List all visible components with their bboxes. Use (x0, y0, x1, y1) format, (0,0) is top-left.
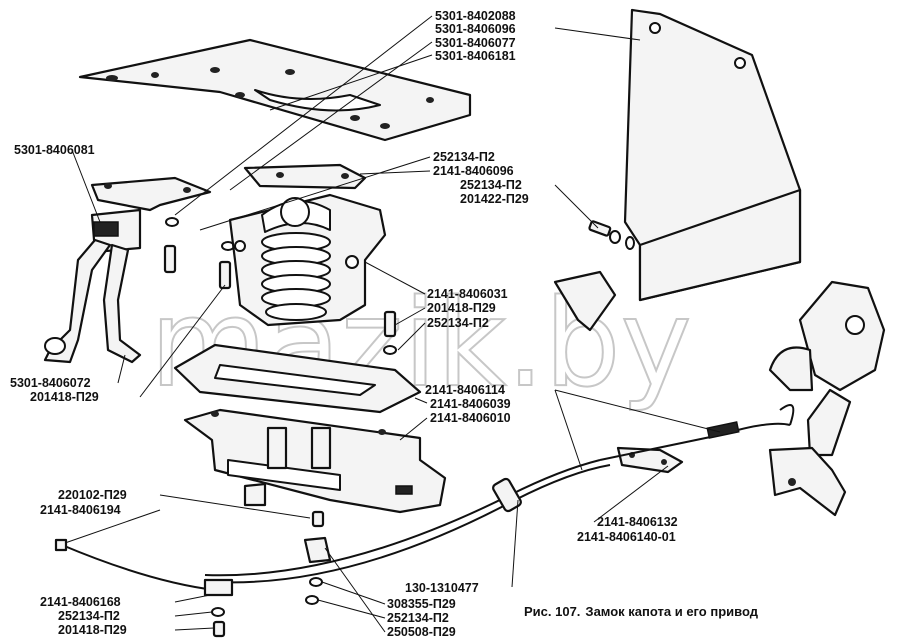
part-label: 5301-8406096 (435, 22, 516, 36)
right-mount-bracket-part (553, 8, 802, 332)
lock-mount-bracket-part (183, 408, 447, 514)
part-label: 2141-8406194 (40, 503, 121, 517)
part-label: 5301-8402088 (435, 9, 516, 23)
part-label: 252134-П2 (387, 611, 449, 625)
part-label: 5301-8406072 (10, 376, 91, 390)
part-label: 2141-8406140-01 (577, 530, 676, 544)
part-label: 2141-8406132 (597, 515, 678, 529)
lock-spring-part (261, 232, 331, 321)
part-label: 252134-П2 (433, 150, 495, 164)
hood-latch-hook-part (43, 176, 212, 364)
part-label: 201418-П29 (58, 623, 127, 637)
figure-caption: Рис. 107. Замок капота и его привод (524, 604, 759, 619)
part-label: 252134-П2 (58, 609, 120, 623)
part-label: 250508-П29 (387, 625, 456, 639)
figure-title: Замок капота и его привод (585, 604, 758, 619)
top-plate-part (78, 38, 472, 142)
lock-striker-plate-part (243, 163, 367, 190)
part-label: 2141-8406031 (427, 287, 508, 301)
part-label: 252134-П2 (460, 178, 522, 192)
part-label: 5301-8406181 (435, 49, 516, 63)
bolt-part (383, 310, 397, 355)
release-lever-part (768, 280, 886, 517)
part-label: 2141-8406039 (430, 397, 511, 411)
release-cable-part (54, 404, 795, 591)
part-label: 2141-8406168 (40, 595, 121, 609)
part-label: 2141-8406010 (430, 411, 511, 425)
fastener-set-part (203, 510, 332, 638)
part-label: 130-1310477 (405, 581, 479, 595)
part-label: 5301-8406081 (14, 143, 95, 157)
part-label: 201418-П29 (30, 390, 99, 404)
part-label: 5301-8406077 (435, 36, 516, 50)
bolt-part (163, 217, 235, 290)
part-label: 201418-П29 (427, 301, 496, 315)
lock-body-part (228, 193, 387, 327)
part-label: 2141-8406096 (433, 164, 514, 178)
lock-base-plate-part (173, 343, 422, 414)
part-label: 308355-П29 (387, 597, 456, 611)
part-label: 2141-8406114 (425, 383, 505, 397)
cable-clamp-part (616, 446, 684, 474)
leader-lines (64, 15, 721, 633)
figure-number: Рис. 107. (524, 604, 580, 619)
part-label: 252134-П2 (427, 316, 489, 330)
part-label: 220102-П29 (58, 488, 127, 502)
part-label: 201422-П29 (460, 192, 529, 206)
